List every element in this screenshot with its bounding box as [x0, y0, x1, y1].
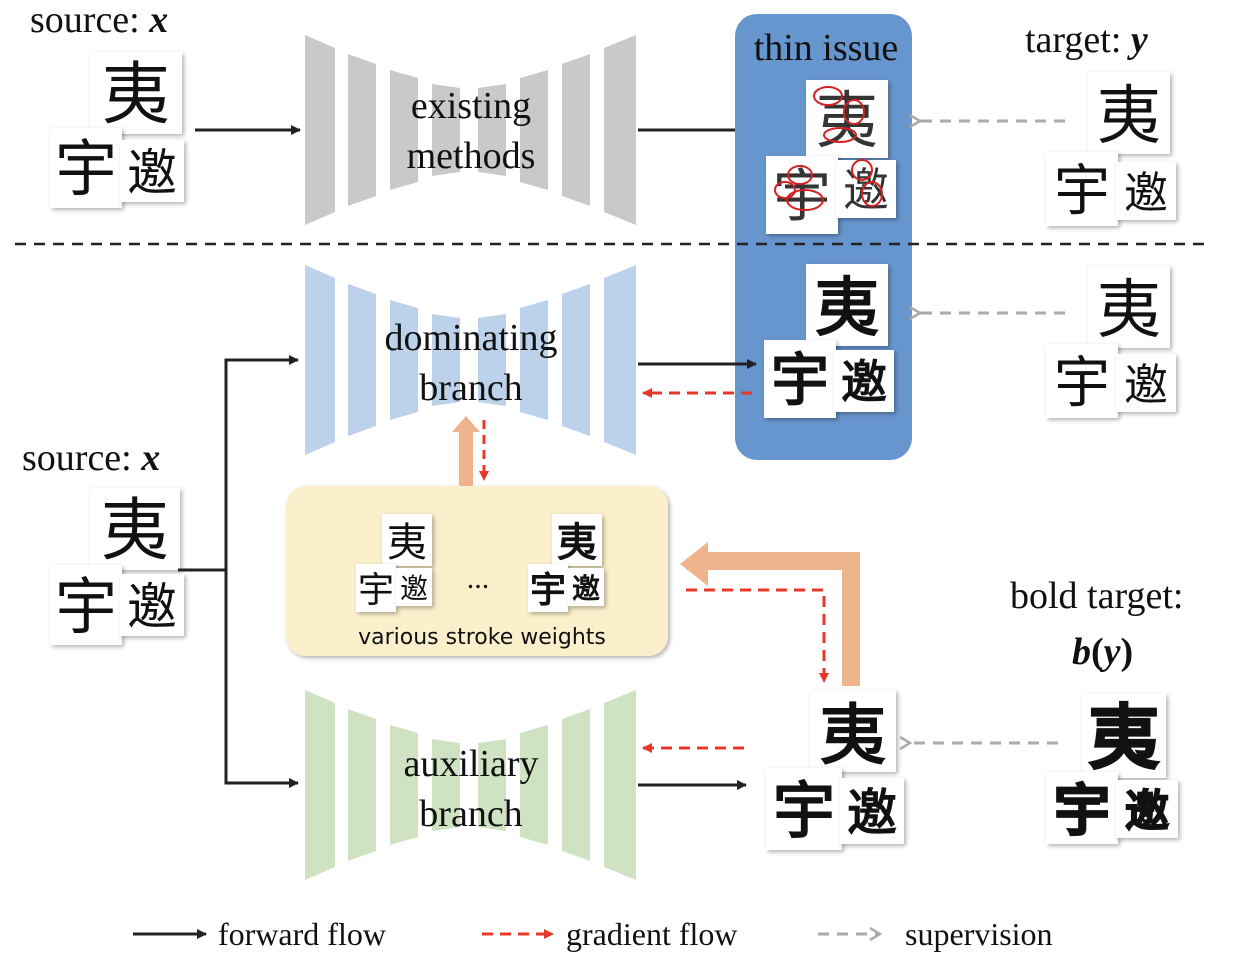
thin-issue-label: thin issue [754, 27, 899, 69]
feedback-l-arrow [680, 542, 860, 686]
glyph-src2-top: 夷 [101, 492, 169, 571]
glyph-tgt-br: 邀 [1124, 168, 1168, 219]
glyph-tgt-bl: 宇 [1054, 159, 1110, 224]
existing-label-2: methods [407, 135, 536, 177]
legend-forward-label: forward flow [218, 916, 386, 952]
glyph-aux-top: 夷 [820, 696, 886, 774]
source-mid-label: source: x [22, 437, 160, 479]
forward-split [178, 355, 299, 788]
dominating-output-glyphs: 夷 宇 邀 [764, 264, 894, 418]
glyph-src2-bl: 宇 [55, 570, 117, 643]
target-label: target: y [1025, 19, 1148, 61]
glyph-aux-bl: 宇 [773, 774, 835, 847]
weights-caption: various stroke weights [358, 625, 606, 650]
legend: forward flow gradient flow supervision [133, 916, 1053, 952]
legend-gradient-label: gradient flow [566, 916, 738, 952]
auxiliary-label-2: branch [419, 793, 522, 835]
svg-text:宇: 宇 [358, 570, 394, 611]
source-top-label: source: x [30, 0, 168, 41]
glyph-bold-bl: 宇 [1054, 778, 1110, 844]
glyph-tgt2-br: 邀 [1124, 360, 1168, 411]
legend-supervision-label: supervision [905, 916, 1053, 952]
weights-ellipsis: ... [467, 562, 490, 595]
glyph-aux-br: 邀 [847, 783, 897, 842]
feedback-up-arrow [452, 416, 480, 486]
target-top-glyphs: 夷 宇 邀 [1046, 72, 1176, 226]
svg-text:夷: 夷 [387, 520, 427, 566]
svg-text:夷: 夷 [557, 519, 597, 566]
svg-text:邀: 邀 [400, 572, 428, 605]
svg-text:邀: 邀 [572, 572, 601, 605]
glyph-src2-br: 邀 [127, 578, 177, 636]
existing-methods-block [305, 35, 636, 225]
glyph-tgt-top: 夷 [1097, 80, 1161, 154]
auxiliary-output-glyphs: 夷 宇 邀 [766, 690, 904, 850]
thin-output-glyphs: 夷 宇 邀 [766, 80, 896, 234]
glyph-bold-top: 夷 [1089, 696, 1159, 779]
weights-thin-glyphs: 夷 宇 邀 [356, 514, 432, 612]
auxiliary-branch-block [305, 690, 636, 880]
dominating-label-1: dominating [384, 317, 557, 359]
gradient-arrow-l [686, 588, 829, 683]
target-mid-glyphs: 夷 宇 邀 [1046, 266, 1176, 418]
glyph-dom-br: 邀 [841, 355, 887, 409]
auxiliary-label-1: auxiliary [403, 743, 538, 785]
glyph-tgt2-bl: 宇 [1054, 351, 1110, 416]
dominating-branch-block [305, 265, 636, 455]
source-mid-glyphs: 夷 宇 邀 [50, 488, 184, 645]
glyph-top: 夷 [102, 56, 170, 135]
issue-circles [774, 86, 883, 211]
bold-target-label-2: b(y) [1072, 631, 1133, 673]
weights-bold-glyphs: 夷 宇 邀 [528, 514, 604, 612]
glyph-dom-bl: 宇 [771, 346, 829, 414]
dominating-label-2: branch [419, 367, 522, 409]
glyph-bl: 宇 [55, 132, 117, 205]
existing-label-1: existing [411, 85, 531, 127]
glyph-tgt2-top: 夷 [1097, 274, 1161, 348]
source-top-glyphs: 夷 宇 邀 [50, 52, 184, 208]
glyph-br: 邀 [127, 144, 177, 202]
bold-target-glyphs: 夷 宇 邀 [1046, 694, 1178, 845]
glyph-bold-br: 邀 [1125, 786, 1169, 837]
svg-text:宇: 宇 [530, 569, 566, 611]
glyph-dom-top: 夷 [815, 271, 879, 346]
bold-target-label-1: bold target: [1010, 575, 1183, 617]
